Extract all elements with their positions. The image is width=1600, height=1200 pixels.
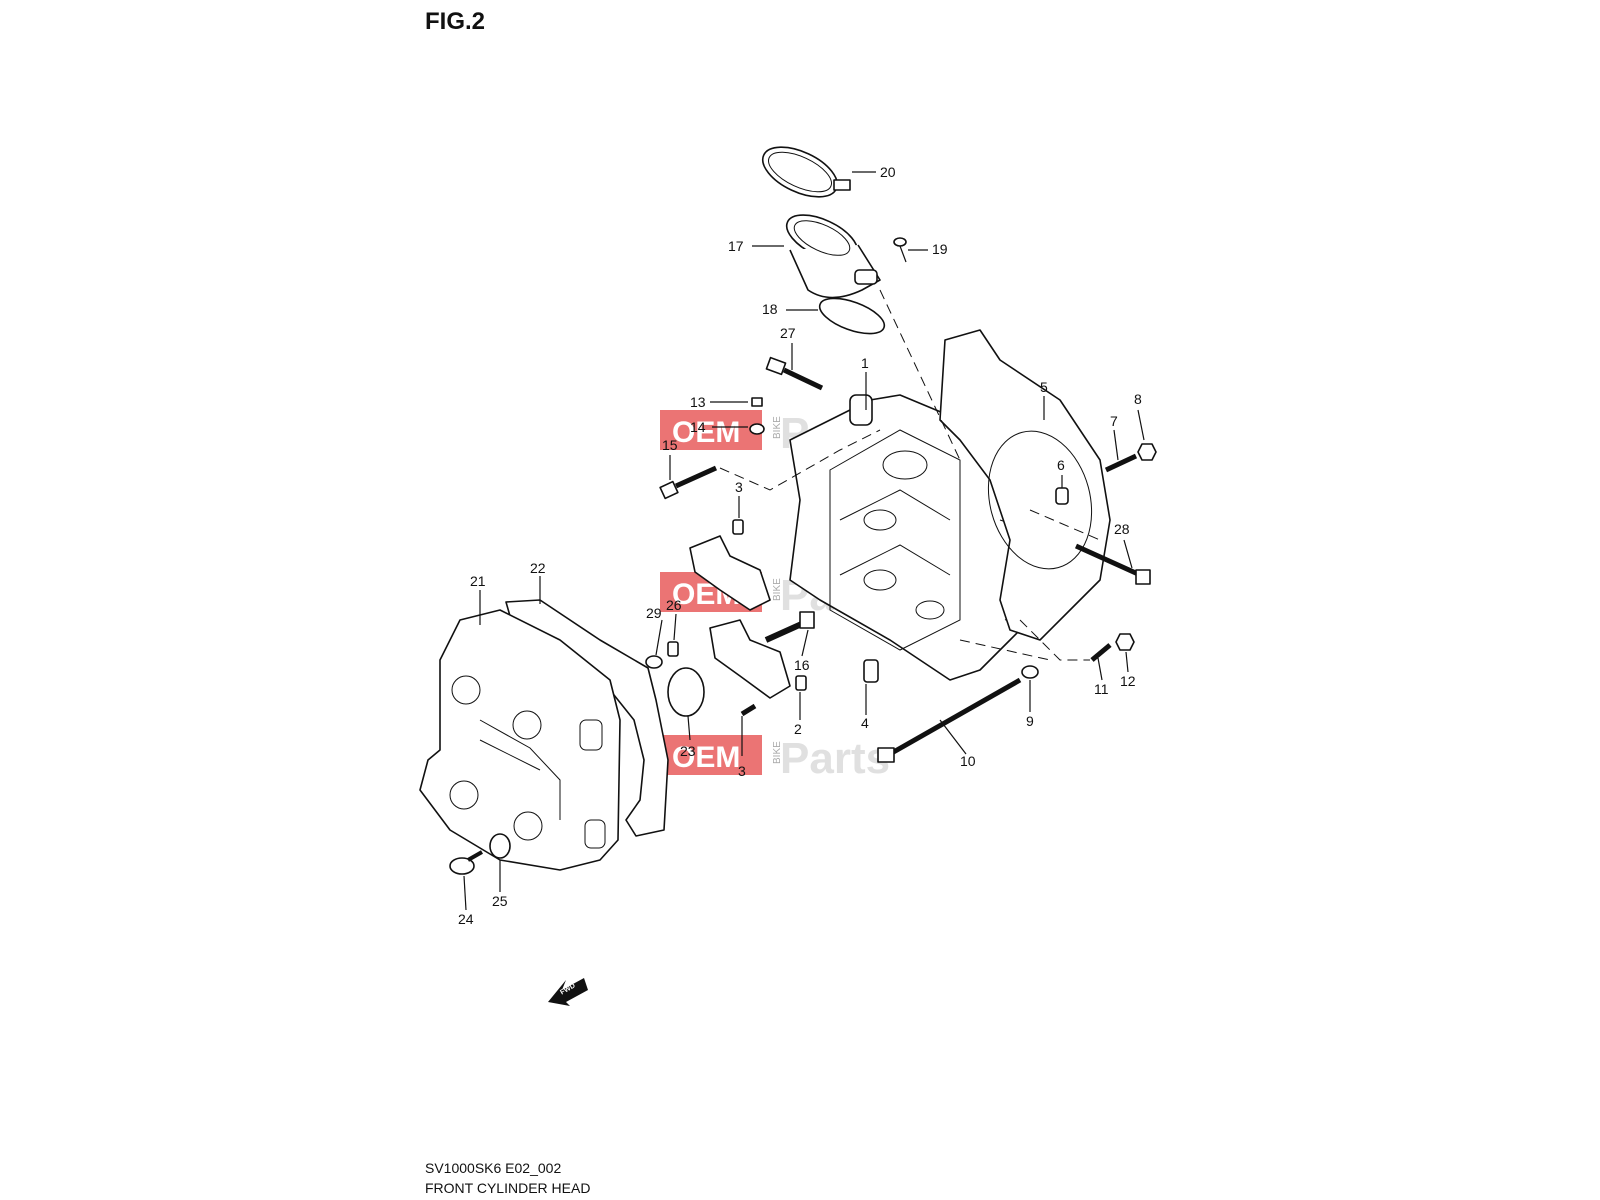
part-13-screw <box>751 397 763 407</box>
svg-text:OEM: OEM <box>672 741 740 774</box>
callout-15: 15 <box>662 437 678 453</box>
figure-caption: FRONT CYLINDER HEAD <box>425 1180 591 1196</box>
watermark-3: OEM BIKE Parts <box>660 734 890 783</box>
callout-8: 8 <box>1134 391 1142 407</box>
callout-13: 13 <box>690 394 706 410</box>
callout-labels: 1 2 3 3 3 4 5 6 7 8 9 10 11 12 13 14 15 … <box>458 164 1142 927</box>
callout-3-middle: 3 <box>738 763 746 779</box>
svg-text:BIKE: BIKE <box>772 741 783 764</box>
part-8-nut <box>1137 443 1157 461</box>
callout-29: 29 <box>646 605 662 621</box>
camshaft-holder-lower <box>709 619 791 699</box>
part-19-screw <box>893 237 907 263</box>
callout-14: 14 <box>690 419 706 435</box>
callout-7: 7 <box>1110 413 1118 429</box>
part-21-head-cover <box>419 609 621 871</box>
part-10-bolt <box>877 677 1022 763</box>
part-27-bolt <box>765 356 824 391</box>
part-26-dowel <box>667 641 679 657</box>
part-12-nut <box>1115 633 1135 651</box>
svg-text:Parts: Parts <box>780 734 890 783</box>
callout-10: 10 <box>960 753 976 769</box>
part-4-dowel <box>863 659 879 683</box>
callout-4: 4 <box>861 715 869 731</box>
callout-25: 25 <box>492 893 508 909</box>
model-code: SV1000SK6 E02_002 <box>425 1160 562 1176</box>
callout-18: 18 <box>762 301 778 317</box>
part-9-washer <box>1021 665 1039 679</box>
part-24-bolt <box>449 850 483 875</box>
part-3-dowel-upper <box>732 519 744 535</box>
part-3-bolt-lower <box>740 703 757 717</box>
figure-title: FIG.2 <box>425 8 486 35</box>
part-7-stud <box>1104 453 1138 473</box>
callout-5: 5 <box>1040 379 1048 395</box>
callout-9: 9 <box>1026 713 1034 729</box>
callout-3-upper: 3 <box>735 479 743 495</box>
callout-2: 2 <box>794 721 802 737</box>
part-3-dowel-middle <box>795 675 807 691</box>
callout-28: 28 <box>1114 521 1130 537</box>
part-23-seal <box>667 667 705 717</box>
callout-12: 12 <box>1120 673 1136 689</box>
camshaft-holder-upper <box>689 535 771 611</box>
part-15-bolt <box>659 465 718 500</box>
callout-20: 20 <box>880 164 896 180</box>
part-14-washer <box>749 423 765 435</box>
part-18-o-ring <box>818 297 886 335</box>
callout-16: 16 <box>794 657 810 673</box>
part-20-clamp <box>761 146 851 198</box>
part-25-grommet <box>489 833 511 859</box>
leader-lines <box>463 171 1145 911</box>
callout-17: 17 <box>728 238 744 254</box>
callout-11: 11 <box>1094 681 1109 697</box>
svg-text:BIKE: BIKE <box>772 416 783 439</box>
part-11-stud <box>1090 643 1112 662</box>
part-5-gasket <box>939 329 1111 641</box>
callout-23: 23 <box>680 743 696 759</box>
callout-19: 19 <box>932 241 948 257</box>
fwd-arrow-icon: FWD <box>548 978 588 1006</box>
part-29-o-ring <box>645 655 663 669</box>
callout-24: 24 <box>458 911 474 927</box>
part-28-bolt <box>1074 543 1151 585</box>
part-17-intake-pipe <box>785 214 881 299</box>
alignment-lines <box>719 289 1101 661</box>
part-16-plug <box>764 611 815 643</box>
svg-text:BIKE: BIKE <box>772 578 783 601</box>
svg-text:OEM: OEM <box>672 416 740 449</box>
part-6-dowel <box>1055 487 1069 505</box>
callout-27: 27 <box>780 325 796 341</box>
callout-6: 6 <box>1057 457 1065 473</box>
part-5-gasket-bore <box>987 430 1093 570</box>
callout-1: 1 <box>861 355 869 371</box>
callout-22: 22 <box>530 560 546 576</box>
callout-26: 26 <box>666 597 682 613</box>
callout-21: 21 <box>470 573 486 589</box>
